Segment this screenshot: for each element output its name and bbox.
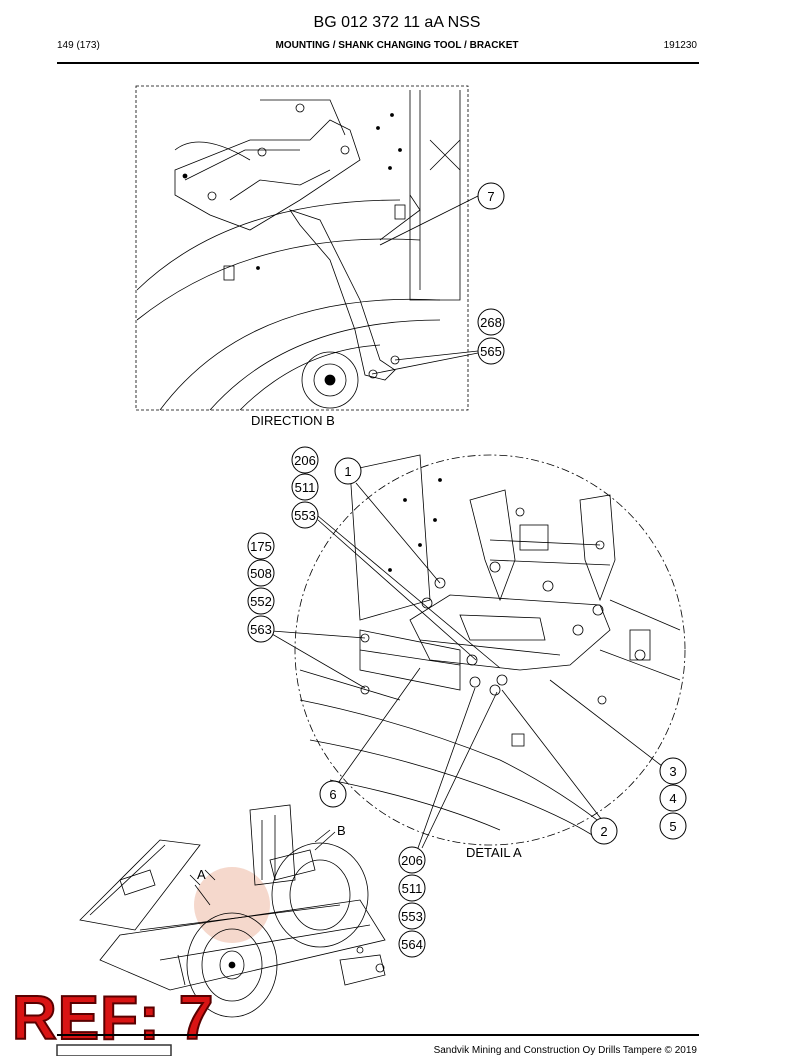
- callout-268: 268: [477, 308, 505, 336]
- svg-text:511: 511: [402, 881, 423, 896]
- document-id: BG 012 372 11 aA NSS: [313, 14, 481, 31]
- company-logo: [56, 1044, 172, 1056]
- svg-text:563: 563: [250, 622, 272, 637]
- callout-206-bottom: 206: [398, 846, 426, 874]
- callouts: 7 268 565 206 511 553 1 175 508 552 563 …: [247, 182, 687, 958]
- callout-564: 564: [398, 930, 426, 958]
- overview-label-a: A: [197, 867, 206, 882]
- svg-text:6: 6: [329, 787, 336, 802]
- page-title: MOUNTING / SHANK CHANGING TOOL / BRACKET: [275, 40, 519, 51]
- svg-text:2: 2: [600, 824, 607, 839]
- svg-text:4: 4: [669, 791, 676, 806]
- callout-206-top: 206: [291, 446, 319, 474]
- footer-rule: [57, 1034, 699, 1036]
- overview-label-b: B: [337, 823, 346, 838]
- callout-508: 508: [247, 559, 275, 587]
- svg-text:268: 268: [480, 315, 502, 330]
- callout-1: 1: [334, 457, 362, 485]
- callout-7: 7: [477, 182, 505, 210]
- callout-511-top: 511: [291, 473, 319, 501]
- callout-5: 5: [659, 812, 687, 840]
- document-code: 191230: [663, 40, 697, 51]
- svg-text:508: 508: [250, 566, 272, 581]
- svg-text:206: 206: [294, 453, 316, 468]
- overview-b-arrow: [314, 831, 336, 851]
- ref-badge: REF: 7: [11, 984, 215, 1053]
- direction-b-view: [135, 85, 479, 411]
- svg-text:564: 564: [401, 937, 423, 952]
- svg-text:175: 175: [250, 539, 272, 554]
- svg-text:7: 7: [487, 189, 494, 204]
- direction-b-label: DIRECTION B: [251, 413, 335, 428]
- svg-text:3: 3: [669, 764, 676, 779]
- callout-553-bottom: 553: [398, 902, 426, 930]
- svg-text:553: 553: [401, 909, 423, 924]
- callout-553-top: 553: [291, 501, 319, 529]
- page-number: 149 (173): [57, 40, 100, 51]
- callout-2: 2: [590, 817, 618, 845]
- overview-drawing: [79, 804, 386, 1018]
- svg-text:5: 5: [669, 819, 676, 834]
- callout-175: 175: [247, 532, 275, 560]
- detail-a-view: [271, 454, 686, 849]
- svg-text:206: 206: [401, 853, 423, 868]
- callout-6: 6: [319, 780, 347, 808]
- svg-text:511: 511: [295, 480, 316, 495]
- svg-text:1: 1: [344, 464, 351, 479]
- callout-511-bottom: 511: [398, 874, 426, 902]
- detail-a-label: DETAIL A: [466, 845, 522, 860]
- svg-text:553: 553: [294, 508, 316, 523]
- callout-552: 552: [247, 587, 275, 615]
- callout-563: 563: [247, 615, 275, 643]
- callout-4: 4: [659, 784, 687, 812]
- callout-565: 565: [477, 337, 505, 365]
- footer-copyright: Sandvik Mining and Construction Oy Drill…: [433, 1045, 697, 1056]
- svg-text:552: 552: [250, 594, 272, 609]
- svg-text:565: 565: [480, 344, 502, 359]
- callout-3: 3: [659, 757, 687, 785]
- header-rule: [57, 62, 699, 64]
